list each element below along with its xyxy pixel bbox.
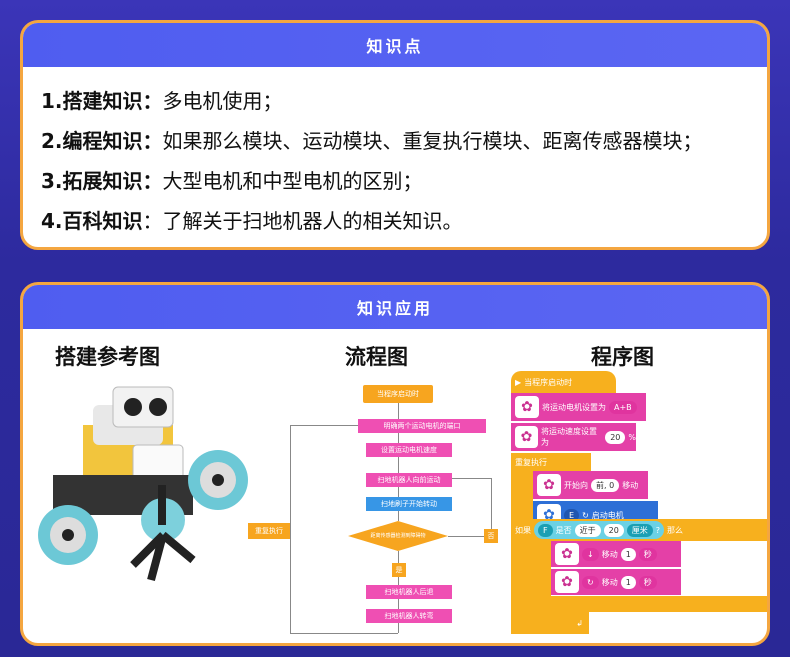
block-text: ? [655, 525, 661, 535]
flow-decision: 距离传感器检测到障碍物 [370, 533, 426, 539]
block-text: 重复执行 [515, 457, 547, 467]
distance-condition[interactable]: F 是否 近于 20 厘米 ? [534, 521, 665, 539]
flow-step: 设置运动电机速度 [366, 443, 452, 457]
if-arm [533, 541, 551, 596]
flow-step: 扫地机器人后退 [366, 585, 452, 599]
item-label: 1.搭建知识： [41, 89, 163, 113]
robot-image [38, 386, 248, 582]
flow-no: 否 [484, 529, 498, 543]
item-text: 多电机使用； [162, 89, 283, 113]
block-text: 移动 [601, 549, 618, 559]
play-icon: ▶ [515, 377, 522, 387]
amount-input[interactable]: 1 [620, 575, 636, 589]
block-text: 那么 [667, 525, 684, 535]
if-bottom [533, 596, 767, 612]
unit-select[interactable]: 秒 [638, 547, 657, 561]
speed-input[interactable]: 20 [605, 430, 626, 444]
flow-yes: 是 [392, 563, 406, 577]
motor-icon: ✿ [515, 426, 538, 448]
block-text: 移动 [622, 480, 639, 490]
motor-icon: ✿ [537, 474, 561, 496]
flow-decision-shape [348, 521, 448, 551]
motor-icon: ✿ [515, 396, 539, 418]
forever-bottom: ↲ [511, 612, 589, 634]
motor-icon: ✿ [555, 571, 579, 593]
compare-select[interactable]: 近于 [574, 523, 601, 537]
forever-arm [511, 453, 533, 633]
ports-select[interactable]: A+B [609, 400, 637, 414]
knowledge-application-card: 知识应用 搭建参考图 流程图 程序图 当程序启动时 明确两个运动电机的端口 设置… [20, 282, 770, 646]
flow-step: 明确两个运动电机的端口 [358, 419, 486, 433]
if-block[interactable]: 如果 F 是否 近于 20 厘米 ? 那么 [511, 519, 767, 541]
block-text: 启动电机 [591, 510, 624, 520]
rotate-icon[interactable]: ↻ [582, 575, 599, 589]
list-item: 2.编程知识：如果那么模块、运动模块、重复执行模块、距离传感器模块； [41, 121, 767, 161]
block-text: 将运动速度设置为 [540, 427, 597, 447]
flowchart: 当程序启动时 明确两个运动电机的端口 设置运动电机速度 扫地机器人向前运动 扫地… [248, 375, 523, 635]
unit-select[interactable]: 厘米 [626, 523, 653, 537]
amount-input[interactable]: 1 [620, 547, 636, 561]
item-label: 4.百科知识 [41, 209, 143, 233]
build-reference-title: 搭建参考图 [55, 345, 160, 369]
hat-block[interactable]: ▶当程序启动时 [511, 371, 616, 393]
flow-start: 当程序启动时 [363, 385, 433, 403]
block-text: 是否 [555, 525, 572, 535]
knowledge-list: 1.搭建知识：多电机使用； 2.编程知识：如果那么模块、运动模块、重复执行模块、… [23, 67, 767, 241]
unit-text: % [628, 432, 636, 442]
rotate-icon: ↻ [582, 510, 589, 520]
flow-step: 扫地刷子开始转动 [366, 497, 452, 511]
down-arrow-icon[interactable]: ↓ [582, 547, 599, 561]
forever-block[interactable]: 重复执行 [511, 453, 591, 471]
block-text: 移动 [601, 577, 618, 587]
program-title: 程序图 [591, 345, 654, 369]
knowledge-points-card: 知识点 1.搭建知识：多电机使用； 2.编程知识：如果那么模块、运动模块、重复执… [20, 20, 770, 250]
unit-select[interactable]: 秒 [638, 575, 657, 589]
item-label: 2.编程知识： [41, 129, 163, 153]
item-text: ：了解关于扫地机器人的相关知识。 [142, 209, 463, 233]
list-item: 3.拓展知识：大型电机和中型电机的区别； [41, 161, 767, 201]
list-item: 4.百科知识：了解关于扫地机器人的相关知识。 [41, 201, 767, 241]
block-text: 开始向 [564, 480, 588, 490]
direction-input[interactable]: 前, 0 [591, 478, 620, 492]
block-text: 如果 [515, 525, 531, 535]
card-title: 知识点 [23, 23, 767, 67]
item-label: 3.拓展知识： [41, 169, 163, 193]
port-select[interactable]: F [538, 523, 553, 537]
card-title: 知识应用 [23, 285, 767, 329]
flow-loop: 重复执行 [248, 523, 290, 539]
distance-input[interactable]: 20 [603, 523, 624, 537]
flow-step: 扫地机器人转弯 [366, 609, 452, 623]
motor-icon: ✿ [555, 543, 579, 565]
flowchart-title: 流程图 [345, 345, 408, 369]
set-speed-block[interactable]: ✿将运动速度设置为 20% [511, 423, 636, 451]
item-text: 大型电机和中型电机的区别； [162, 169, 423, 193]
block-text: 当程序启动时 [524, 377, 573, 387]
port-select[interactable]: E [564, 508, 580, 522]
item-text: 如果那么模块、运动模块、重复执行模块、距离传感器模块； [162, 129, 703, 153]
loop-icon: ↲ [576, 618, 583, 628]
flow-step: 扫地机器人向前运动 [366, 473, 452, 487]
block-text: 将运动电机设置为 [542, 402, 606, 412]
list-item: 1.搭建知识：多电机使用； [41, 81, 767, 121]
